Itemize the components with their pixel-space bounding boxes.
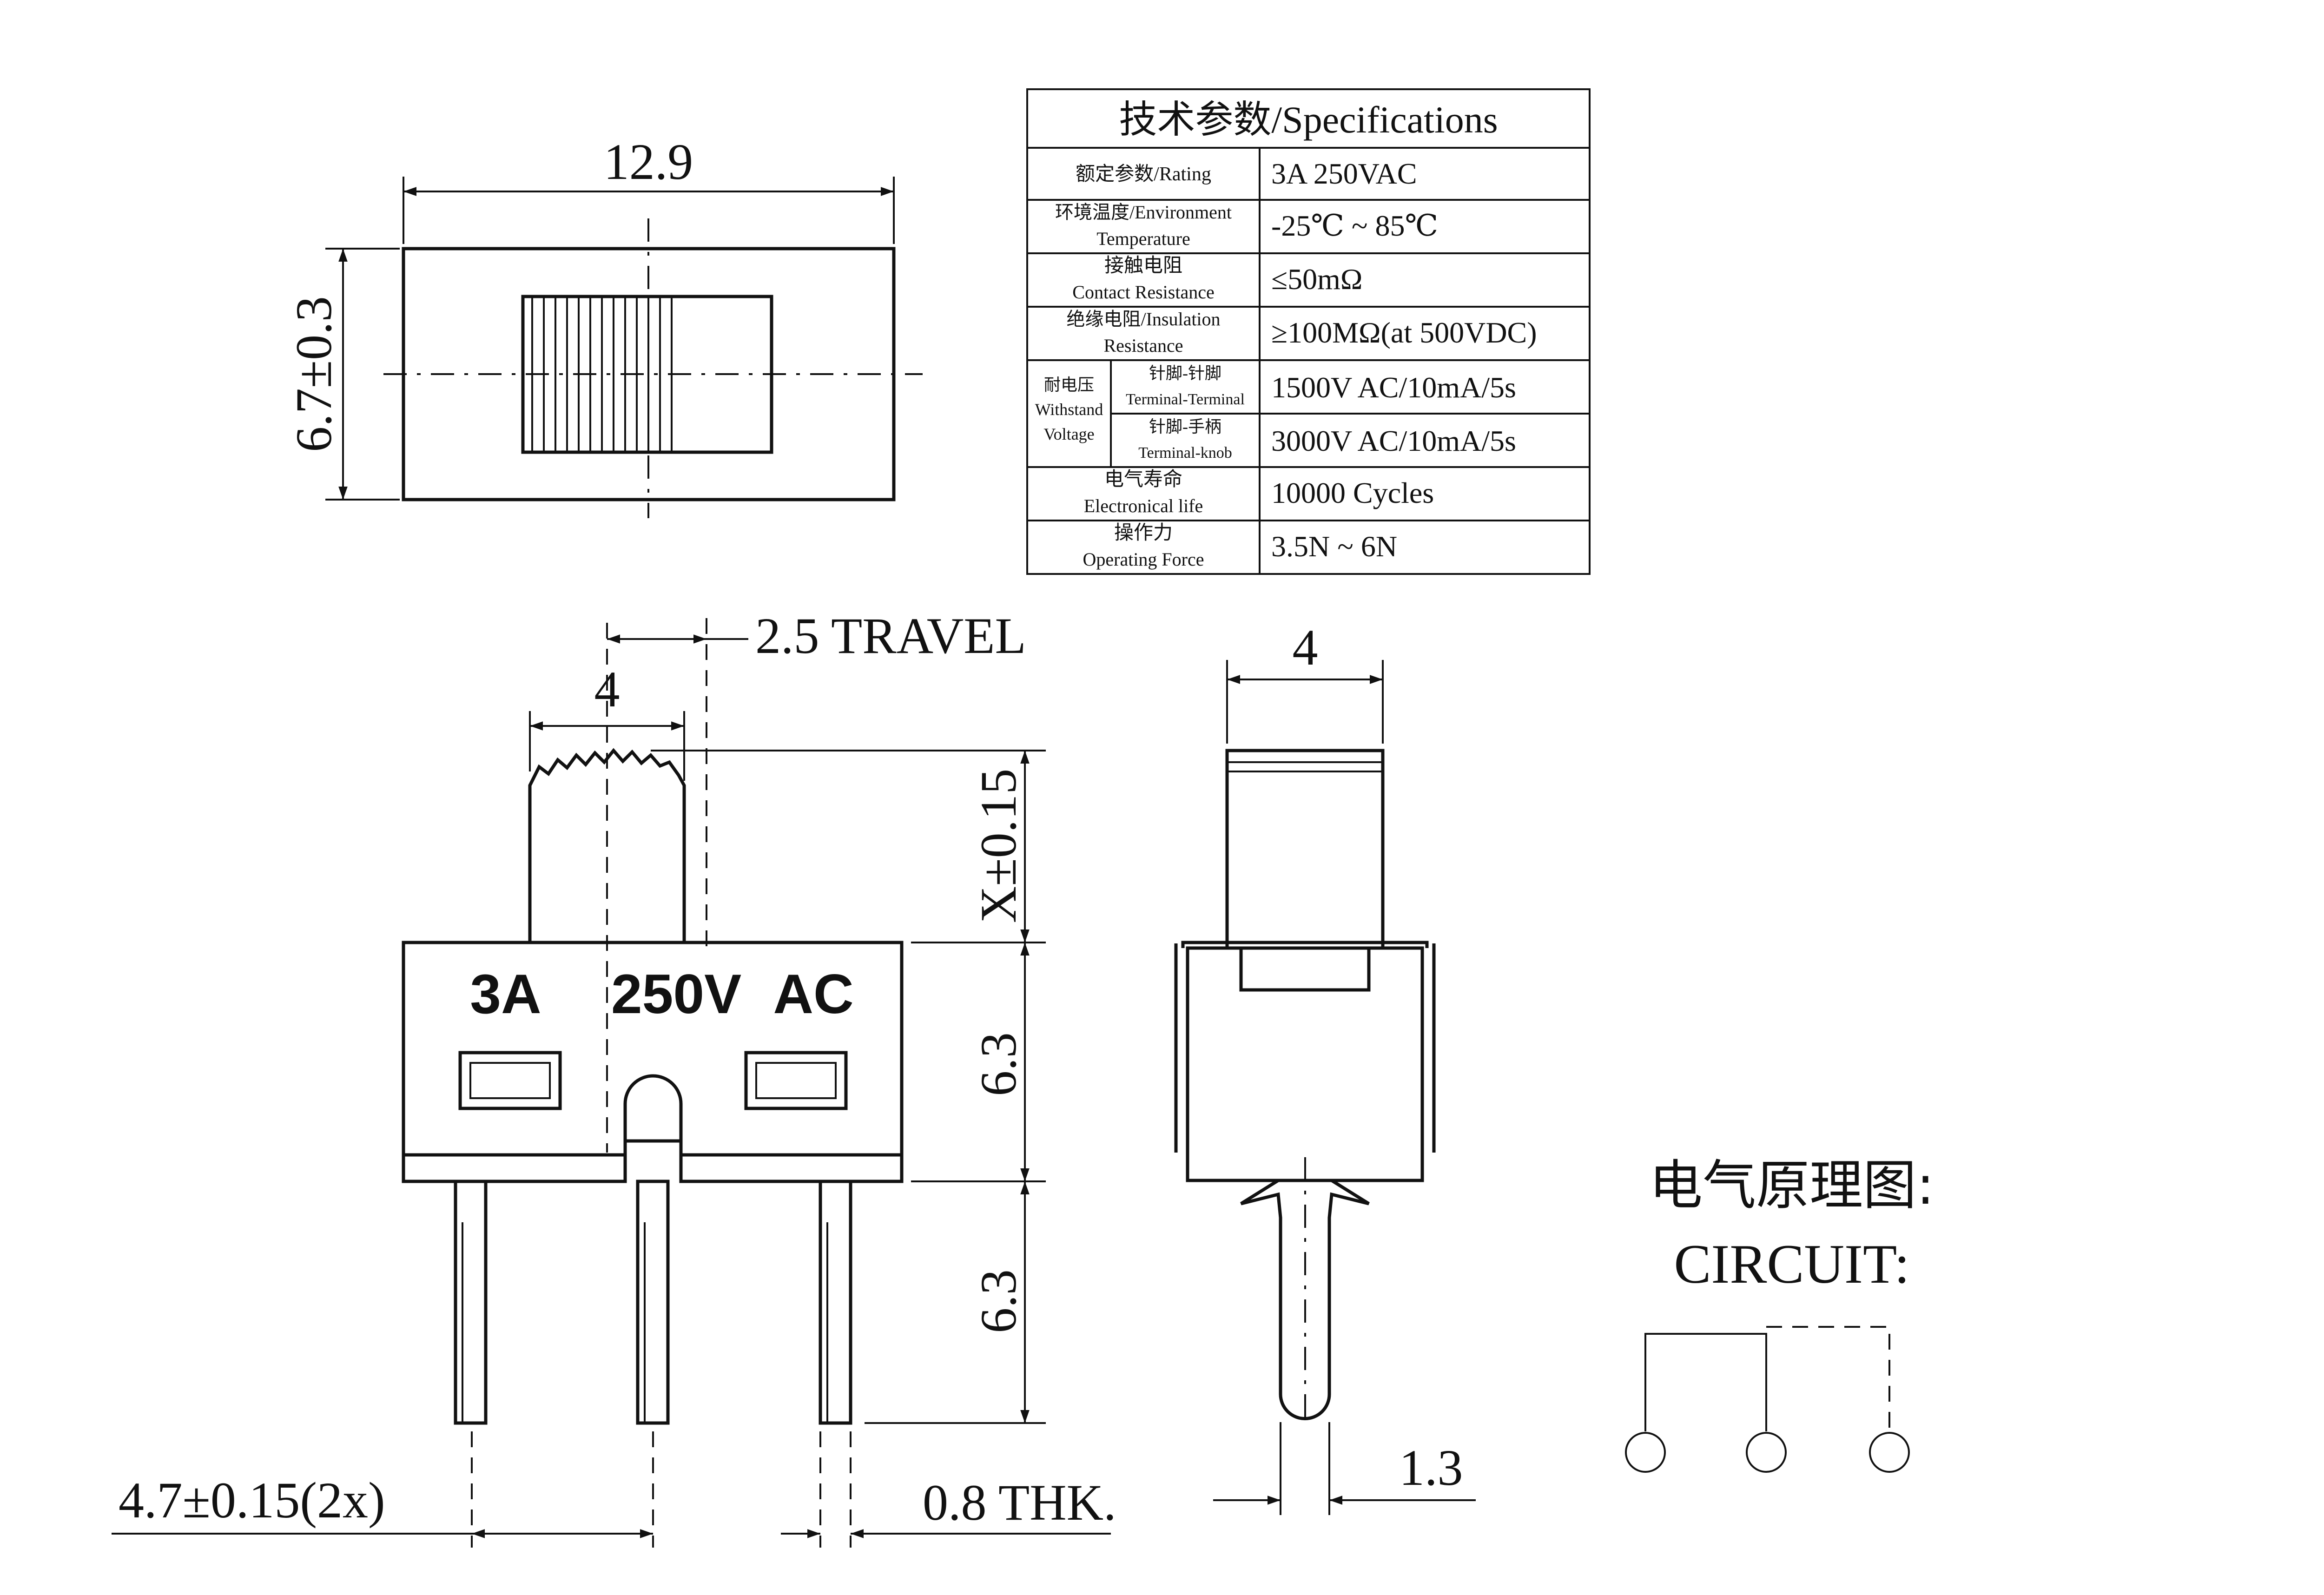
spec-temp-label: 环境温度/Environment <box>1055 202 1232 223</box>
side-view-slot <box>1239 946 1371 992</box>
side-view-pin <box>1240 1179 1370 1420</box>
spec-rating-value: 3A 250VAC <box>1271 157 1417 190</box>
specifications-table: 技术参数/Specifications 额定参数/Rating 3A 250VA… <box>1026 88 1591 575</box>
spec-tk-value: 3000V AC/10mA/5s <box>1271 424 1516 457</box>
dim-knob-height: X±0.15 <box>970 769 1027 923</box>
circuit-title-cn: 电气原理图: <box>1649 1154 1934 1217</box>
spec-insulation-label: 绝缘电阻/Insulation <box>1066 309 1220 330</box>
dim-knob-width: 4 <box>594 661 620 718</box>
circuit-terminal-1 <box>1625 1432 1666 1473</box>
marking-type: AC <box>773 963 853 1025</box>
circuit: 电气原理图: CIRCUIT: <box>1625 1154 1934 1473</box>
spec-temp-label-2: Temperature <box>1096 228 1190 249</box>
spec-life-value: 10000 Cycles <box>1271 476 1434 509</box>
dim-pin-length: 6.3 <box>970 1269 1027 1333</box>
spec-contact-label: 接触电阻 <box>1104 255 1182 277</box>
dim-side-width: 4 <box>1293 619 1318 676</box>
dim-pin-thickness: 0.8 THK. <box>923 1474 1116 1531</box>
spec-contact-label-2: Contact Resistance <box>1072 282 1214 303</box>
top-view-grip <box>531 297 673 452</box>
dim-pin-pitch: 4.7±0.15(2x) <box>119 1472 385 1529</box>
spec-temp-value: -25℃ ~ 85℃ <box>1271 209 1438 242</box>
spec-tt-label: 针脚-针脚 <box>1149 364 1221 382</box>
circuit-title-en: CIRCUIT: <box>1674 1233 1909 1295</box>
spec-tk-label: 针脚-手柄 <box>1149 417 1221 436</box>
spec-life-label-2: Electronical life <box>1084 495 1203 516</box>
marking-current: 3A <box>470 963 541 1025</box>
front-view-opening <box>623 1074 683 1141</box>
spec-tt-value: 1500V AC/10mA/5s <box>1271 371 1516 404</box>
circuit-open-contact <box>1766 1326 1890 1431</box>
front-view-knob <box>528 748 686 942</box>
side-view-body <box>1186 946 1424 1182</box>
side-view: 4 1.3 <box>1174 619 1476 1515</box>
spec-force-label: 操作力 <box>1114 522 1173 544</box>
top-view: 12.9 6.7±0.3 <box>285 133 923 518</box>
spec-force-value: 3.5N ~ 6N <box>1271 530 1397 563</box>
spec-tt-label-2: Terminal-Terminal <box>1126 391 1245 408</box>
dim-top-height: 6.7±0.3 <box>285 296 342 452</box>
front-view-window-right <box>744 1051 848 1110</box>
front-view-pin-middle <box>636 1180 670 1425</box>
side-view-knob <box>1225 749 1385 950</box>
spec-insulation-value: ≥100MΩ(at 500VDC) <box>1271 316 1537 349</box>
spec-force-label-2: Operating Force <box>1083 549 1204 570</box>
front-view-window-left <box>458 1051 562 1110</box>
spec-contact-value: ≤50mΩ <box>1271 263 1362 296</box>
spec-title: 技术参数/Specifications <box>1119 99 1498 141</box>
marking-voltage: 250V <box>611 963 741 1025</box>
dim-travel: 2.5 TRAVEL <box>755 607 1026 664</box>
front-view-pin-right <box>819 1180 852 1425</box>
spec-life-label: 电气寿命 <box>1104 468 1182 490</box>
front-view: 3A 250V AC 2.5 TRAVEL 4 X±0.15 <box>112 607 1116 1548</box>
spec-insulation-label-2: Resistance <box>1103 335 1183 356</box>
spec-withstand-label: 耐电压 <box>1044 376 1094 394</box>
dim-top-width: 12.9 <box>604 133 693 190</box>
circuit-closed-contact <box>1644 1333 1767 1431</box>
spec-rating-label: 额定参数/Rating <box>1076 163 1211 185</box>
spec-withstand-label-3: Voltage <box>1043 425 1094 443</box>
circuit-terminal-2 <box>1746 1432 1787 1473</box>
spec-tk-label-2: Terminal-knob <box>1138 444 1232 461</box>
spec-withstand-label-2: Withstand <box>1035 400 1103 419</box>
dim-body-height: 6.3 <box>970 1032 1027 1096</box>
front-view-pin-left <box>454 1180 488 1425</box>
circuit-terminal-3 <box>1869 1432 1910 1473</box>
dim-side-pin-width: 1.3 <box>1399 1439 1463 1496</box>
